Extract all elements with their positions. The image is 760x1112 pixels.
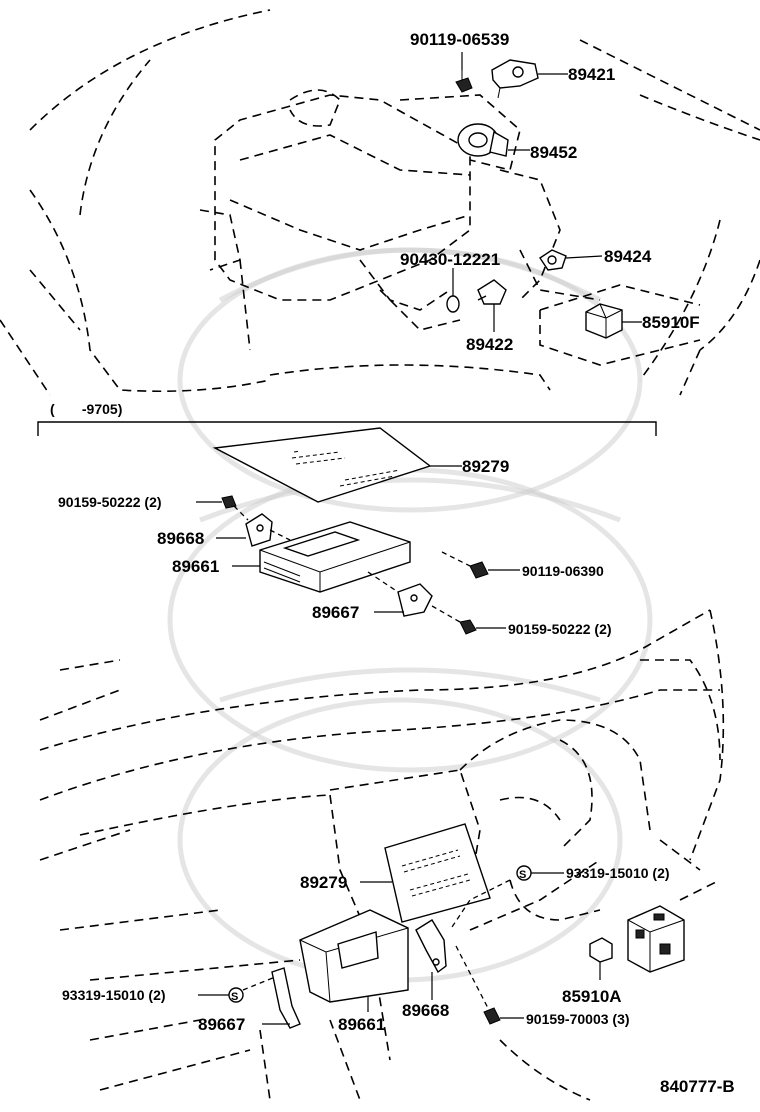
label-89661-upper: 89661: [172, 557, 219, 576]
label-89667-lower: 89667: [198, 1015, 245, 1034]
bolt-90119-06539: [455, 70, 473, 93]
bracket-89668-lower: [415, 919, 447, 1000]
ecu-89661-lower: [299, 909, 409, 1012]
label-89421: 89421: [568, 65, 615, 84]
bracket-89667-lower: [262, 967, 301, 1029]
leader-89424: [565, 255, 603, 259]
section-bracket: [37, 421, 657, 436]
label-89422: 89422: [466, 335, 513, 354]
label-85910F: 85910F: [642, 313, 700, 332]
ecu-89661-upper: [232, 521, 411, 593]
label-90430-12221: 90430-12221: [400, 250, 500, 269]
label-93319-15010-lower: 93319-15010 (2): [62, 987, 166, 1003]
bracket-89667-upper: [367, 571, 433, 617]
s-marker-lower: S: [198, 974, 281, 1003]
screw-90159-50222-upper: [196, 495, 249, 521]
label-90159-50222-lower: 90159-50222 (2): [508, 621, 612, 637]
svg-text:S: S: [519, 869, 526, 881]
screw-90119-06390: [441, 551, 520, 579]
temperature-sensor-89422: [477, 279, 507, 305]
label-card-89279: [212, 427, 432, 503]
label-90159-50222-upper: 90159-50222 (2): [58, 494, 162, 510]
sensor-89421: [491, 59, 539, 99]
svg-text:S: S: [231, 991, 238, 1003]
drawing-number: 840777-B: [660, 1077, 735, 1096]
label-89668-lower: 89668: [402, 1001, 449, 1020]
engine-bay-outline: [0, 9, 760, 396]
bracket-note: ( -9705): [50, 401, 122, 417]
screw-90159-50222-lower: [431, 605, 506, 635]
label-93319-15010-upper: 93319-15010 (2): [566, 865, 670, 881]
label-89279-dash: 89279: [300, 873, 347, 892]
label-85910A: 85910A: [562, 987, 622, 1006]
label-90119-06539: 90119-06539: [410, 30, 509, 49]
screw-90159-70003: [455, 945, 524, 1025]
label-89424: 89424: [604, 247, 652, 266]
label-89279-top: 89279: [462, 457, 509, 476]
label-89667-upper: 89667: [312, 603, 359, 622]
label-90159-70003: 90159-70003 (3): [526, 1011, 630, 1027]
relay-85910A: [589, 937, 613, 980]
label-card-89279-dash: [360, 823, 491, 923]
relay-85910F: [585, 303, 623, 339]
label-89452: 89452: [530, 143, 577, 162]
throttle-position-sensor-89452: [457, 123, 509, 157]
label-89668-upper: 89668: [157, 529, 204, 548]
s-marker-upper: S: [449, 865, 564, 931]
label-89661-lower: 89661: [338, 1015, 385, 1034]
sensor-89424: [539, 249, 567, 271]
label-90119-06390: 90119-06390: [522, 563, 604, 579]
bracket-89668-upper: [216, 513, 291, 547]
gasket-90430-12221: [446, 295, 460, 313]
junction-block: [627, 905, 685, 973]
